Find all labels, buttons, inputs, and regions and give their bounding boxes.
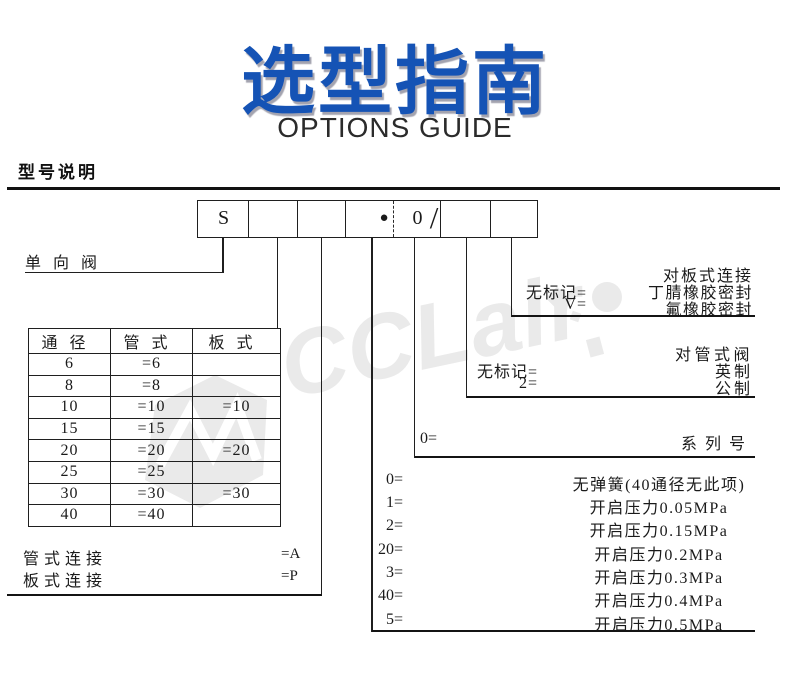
unit-desc: 英制 — [714, 364, 753, 381]
pressure-desc: 开启压力0.3MPa — [594, 570, 724, 587]
pressure-code: 1= — [385, 494, 403, 511]
table-row: 8 =8 — [28, 374, 281, 398]
leader-seal — [510, 238, 513, 317]
section-divider-line — [7, 187, 780, 190]
bore-table: 通径 管式 板式 6 =6 8 =8 10 =10 =10 — [28, 328, 281, 527]
pressure-desc: 开启压力0.2MPa — [594, 547, 724, 564]
unit-underline — [467, 396, 755, 399]
table-cell: =8 — [110, 374, 193, 398]
seal-header: 对板式连接 — [662, 268, 753, 285]
pressure-code: 3= — [385, 564, 403, 581]
table-cell: =20 — [192, 439, 281, 462]
table-cell: 10 — [28, 396, 111, 419]
table-cell — [192, 374, 281, 398]
leader-pressure — [371, 238, 373, 632]
dot-placeholder: ● — [379, 210, 389, 226]
table-cell: =40 — [110, 504, 193, 527]
connection-underline — [7, 593, 322, 596]
table-cell: 15 — [28, 417, 111, 441]
table-cell: =15 — [110, 417, 193, 441]
leader-series — [413, 238, 416, 458]
pressure-desc: 开启压力0.15MPa — [589, 523, 729, 540]
pressure-desc: 开启压力0.4MPa — [594, 593, 724, 610]
pressure-desc: 开启压力0.05MPa — [589, 500, 729, 517]
unit-code: 2= — [518, 375, 538, 392]
page-title: 选型指南 — [241, 40, 549, 123]
series-underline — [415, 456, 755, 459]
table-cell: =6 — [110, 353, 193, 376]
cell-border — [439, 201, 442, 237]
model-code-prefix-cell: S — [217, 207, 230, 229]
table-row: 25 =25 — [28, 460, 281, 484]
model-code-boxes: S ● 0 / — [197, 200, 538, 238]
table-row: 6 =6 — [28, 353, 281, 376]
seal-underline — [512, 315, 755, 318]
table-cell: =10 — [192, 396, 281, 419]
table-cell: =30 — [110, 482, 193, 506]
leader-valve-underline — [25, 271, 224, 274]
table-cell: 20 — [28, 439, 111, 462]
table-cell: =30 — [192, 482, 281, 506]
table-cell — [192, 417, 281, 441]
pressure-code: 20= — [377, 541, 403, 558]
connection-code: =P — [281, 568, 298, 584]
table-row: 30 =30 =30 — [28, 482, 281, 506]
pressure-code: 2= — [385, 517, 403, 534]
seal-code: V= — [564, 296, 587, 313]
pressure-underline — [372, 629, 755, 632]
connection-label: 板式连接 — [23, 573, 108, 590]
table-cell: 40 — [28, 504, 111, 527]
table-cell: 6 — [28, 353, 111, 376]
table-cell: 8 — [28, 374, 111, 398]
col-header: 管式 — [110, 328, 193, 354]
table-row: 40 =40 — [28, 504, 281, 527]
valve-label: 单向阀 — [25, 255, 110, 272]
dashed-cell-border — [393, 201, 394, 237]
connection-code: =A — [281, 546, 301, 562]
table-row: 20 =20 =20 — [28, 439, 281, 462]
pressure-code: 5= — [385, 611, 403, 628]
connection-label: 管式连接 — [23, 551, 108, 568]
series-code: 0= — [420, 430, 438, 447]
page-subtitle: OPTIONS GUIDE — [277, 112, 513, 143]
cell-border — [247, 201, 250, 237]
leader-bore-table — [276, 238, 279, 328]
pressure-code: 40= — [377, 587, 403, 604]
seal-code: 无标记= — [525, 285, 587, 302]
table-cell — [192, 504, 281, 527]
table-header-row: 通径 管式 板式 — [28, 328, 281, 354]
series-desc: 系列号 — [680, 436, 753, 453]
table-cell: 25 — [28, 460, 111, 484]
pressure-desc: 无弹簧(40通径无此项) — [572, 477, 746, 494]
watermark-dot — [592, 282, 622, 312]
table-row: 10 =10 =10 — [28, 396, 281, 419]
table-cell — [192, 460, 281, 484]
leader-valve — [222, 238, 224, 273]
unit-header: 对管式阀 — [674, 347, 753, 364]
unit-desc: 公制 — [714, 381, 753, 398]
table-cell — [192, 353, 281, 376]
seal-desc: 丁腈橡胶密封 — [647, 285, 753, 302]
seal-desc: 氟橡胶密封 — [665, 302, 753, 319]
table-cell: =25 — [110, 460, 193, 484]
cell-border — [489, 201, 492, 237]
model-code-series-cell: 0 — [412, 207, 423, 229]
pressure-code: 0= — [385, 471, 403, 488]
table-cell: =10 — [110, 396, 193, 419]
unit-code: 无标记= — [476, 364, 538, 381]
cell-border — [296, 201, 299, 237]
leader-unit — [465, 238, 468, 398]
section-heading: 型号说明 — [18, 163, 98, 182]
col-header: 板式 — [192, 328, 281, 354]
model-code-slash: / — [429, 200, 439, 235]
cell-border — [344, 201, 347, 237]
table-cell: =20 — [110, 439, 193, 462]
col-header: 通径 — [28, 328, 111, 354]
table-cell: 30 — [28, 482, 111, 506]
leader-connection — [320, 238, 323, 596]
table-row: 15 =15 — [28, 417, 281, 441]
